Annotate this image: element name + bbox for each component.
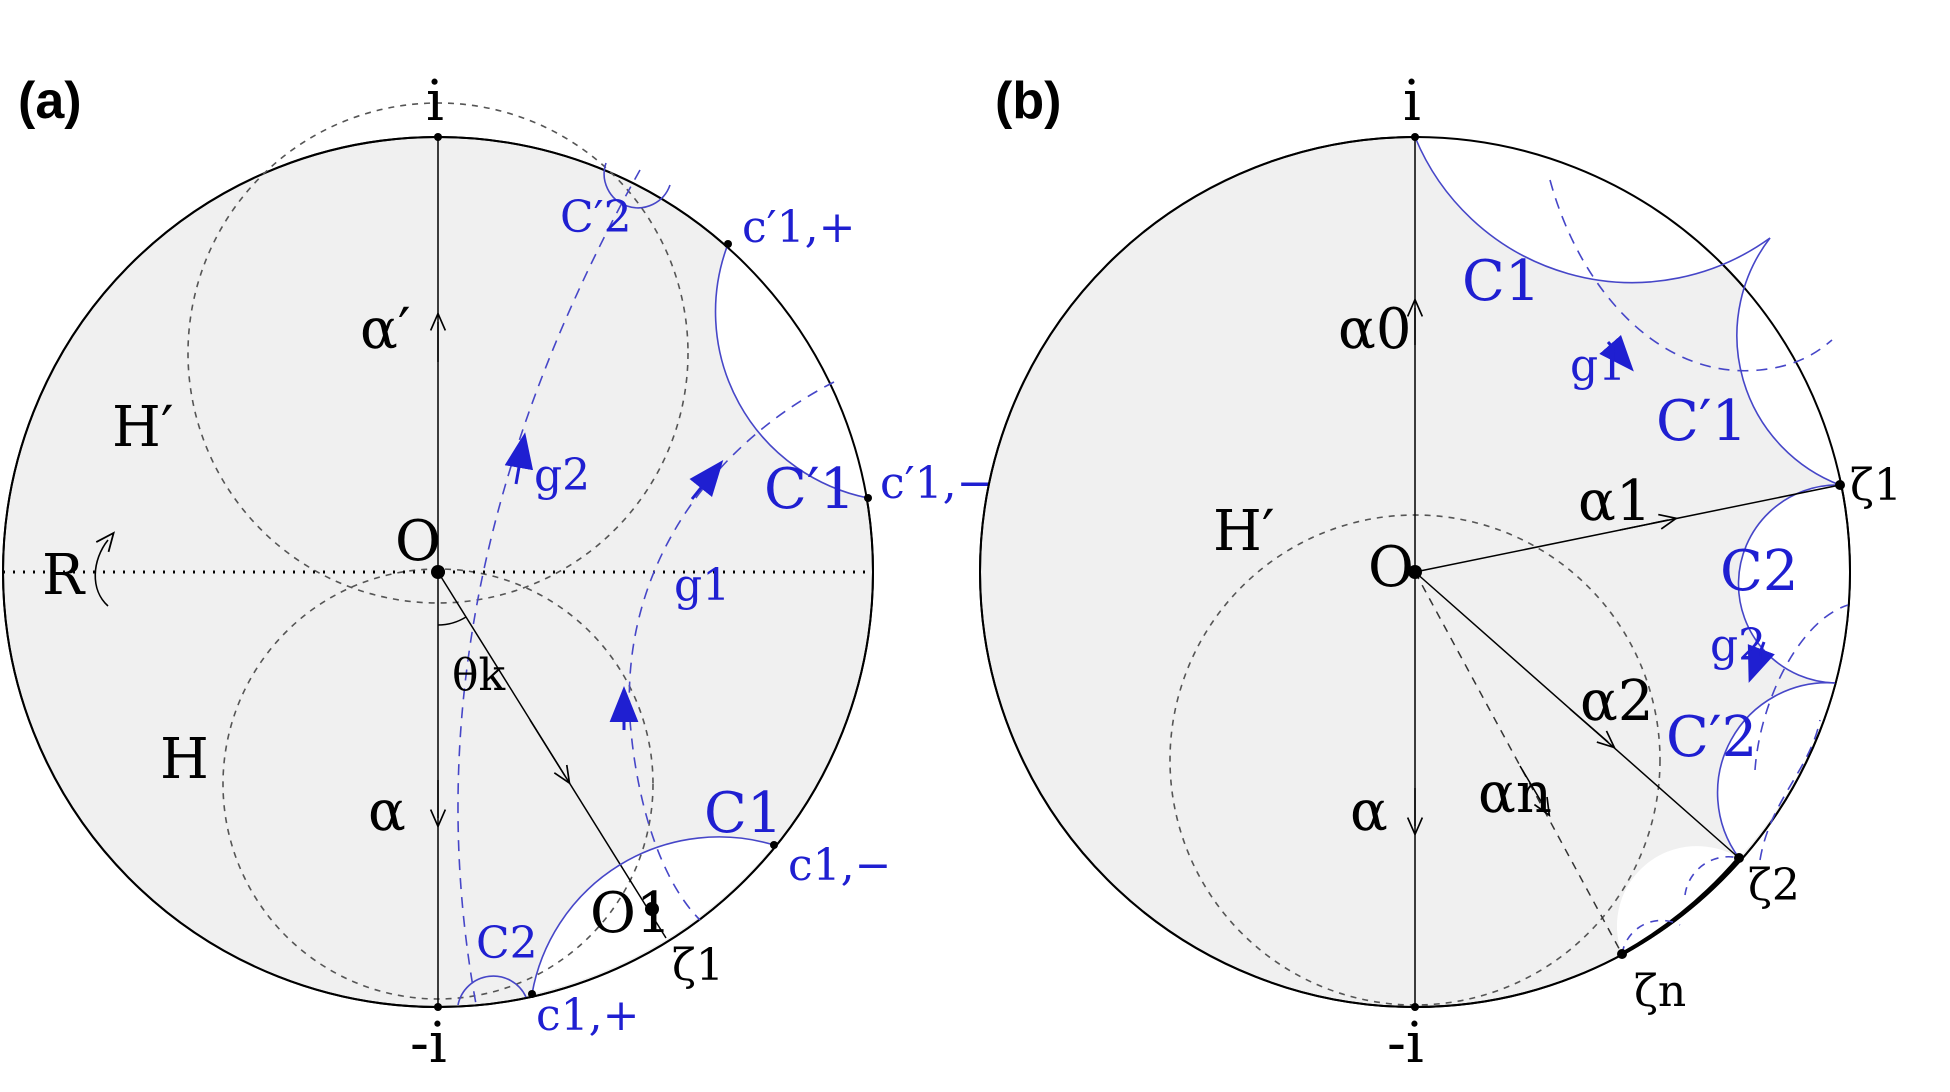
label-h-a: H xyxy=(160,727,209,792)
theta-arc xyxy=(437,616,467,626)
label-h-prime-b: H′ xyxy=(1213,499,1275,564)
label-c2-prime-a: C′2 xyxy=(560,192,632,243)
point-zetan xyxy=(1617,949,1627,959)
point-i-a xyxy=(434,133,442,141)
geodesic-c2-a xyxy=(457,975,527,1006)
g2-arrow-icon-b xyxy=(1747,641,1775,683)
alpha1-arrow xyxy=(1619,513,1679,531)
label-c1-prime-a: C′1 xyxy=(764,457,855,522)
panel-a-tag: (a) xyxy=(18,72,82,130)
label-zeta1-a: ζ1 xyxy=(672,940,724,991)
label-c2-a: C2 xyxy=(476,918,538,969)
geodesic-c2-prime-b xyxy=(1716,681,1836,859)
geodesic-c2-prime-a xyxy=(603,162,671,209)
point-zeta2 xyxy=(1734,853,1744,863)
label-o-a: O xyxy=(395,509,441,574)
geodesic-c1-prime-a xyxy=(714,243,869,499)
region-c1-prime-b xyxy=(1736,238,1841,485)
path-g2-b xyxy=(1754,604,1849,771)
label-minus-i-a: -i xyxy=(410,1011,447,1076)
path-g2 xyxy=(457,169,641,1005)
point-zeta1-b xyxy=(1835,480,1845,490)
alpha2-arrow xyxy=(1569,708,1616,749)
label-alphan: αn xyxy=(1478,761,1552,826)
geodesic-c1-b xyxy=(1414,136,1771,284)
point-c1p-plus xyxy=(724,240,732,248)
rotation-arrow-icon xyxy=(94,531,115,607)
label-minus-i-b: -i xyxy=(1387,1011,1424,1076)
path-g1-b xyxy=(1549,179,1833,372)
point-c1p-minus xyxy=(864,494,872,502)
center-point-b xyxy=(1408,565,1422,579)
label-theta-k: θk xyxy=(452,650,505,701)
label-alpha1: α1 xyxy=(1578,469,1651,534)
label-alpha-prime: α′ xyxy=(360,297,411,362)
label-o1: O1 xyxy=(590,881,672,946)
g1-arrow-icon-b xyxy=(1599,334,1634,372)
label-c2-b: C2 xyxy=(1720,539,1798,604)
label-g1-a: g1 xyxy=(674,560,730,611)
alphan-arrow xyxy=(1519,765,1551,818)
label-zetan: ζn xyxy=(1634,966,1686,1017)
label-g1-b: g1 xyxy=(1570,340,1626,391)
point-o1 xyxy=(645,902,659,916)
panel-a: (a) xyxy=(2,69,993,1076)
region-c2-b xyxy=(1738,484,1850,683)
label-r: R xyxy=(42,543,86,608)
point-c1-plus xyxy=(528,990,536,998)
region-c1-prime-a xyxy=(715,244,868,498)
radial-line-zetan xyxy=(1414,571,1623,955)
region-zeta2-zetan xyxy=(1616,846,1739,954)
label-alpha-b: α xyxy=(1350,779,1388,844)
panel-b: (b) xyxy=(979,69,1902,1076)
label-c1-b: C1 xyxy=(1462,249,1540,314)
label-alpha-a: α xyxy=(368,779,406,844)
point-minus-i-a xyxy=(434,1003,442,1011)
radial-arrow-a xyxy=(529,719,571,785)
label-alpha2: α2 xyxy=(1580,669,1653,734)
center-point-a xyxy=(431,565,445,579)
panel-b-tag: (b) xyxy=(995,72,1061,130)
label-c1p-minus: c′1,− xyxy=(880,458,993,509)
label-i-b: i xyxy=(1403,69,1421,134)
geodesic-c1-prime-b xyxy=(1736,237,1841,486)
label-c1-prime-b: C′1 xyxy=(1656,389,1747,454)
label-zeta2: ζ2 xyxy=(1748,860,1800,911)
label-c1-minus: c1,− xyxy=(788,840,892,891)
point-c1-minus xyxy=(770,841,778,849)
region-c2-prime-b xyxy=(1717,682,1835,858)
label-c1p-plus: c′1,+ xyxy=(742,202,855,253)
g1-arrow-icon xyxy=(689,459,724,500)
label-h-prime-a: H′ xyxy=(112,395,174,460)
label-c2-prime-b: C′2 xyxy=(1666,705,1757,770)
geodesic-c1-a xyxy=(531,836,775,995)
label-i-a: i xyxy=(426,69,444,134)
region-c1-b xyxy=(1415,131,1770,283)
dashed-circle-hprime-a xyxy=(187,102,689,604)
label-c1-plus: c1,+ xyxy=(536,990,640,1041)
label-g2-a: g2 xyxy=(534,450,590,501)
label-alpha0: α0 xyxy=(1338,297,1411,362)
g2-arrow-icon xyxy=(504,432,534,485)
path-g1 xyxy=(628,381,835,921)
label-c1-a: C1 xyxy=(704,781,782,846)
label-g2-b: g2 xyxy=(1710,620,1766,671)
label-o-b: O xyxy=(1368,535,1414,600)
label-zeta1-b: ζ1 xyxy=(1850,460,1902,511)
point-i-b xyxy=(1411,133,1419,141)
point-minus-i-b xyxy=(1411,1003,1419,1011)
